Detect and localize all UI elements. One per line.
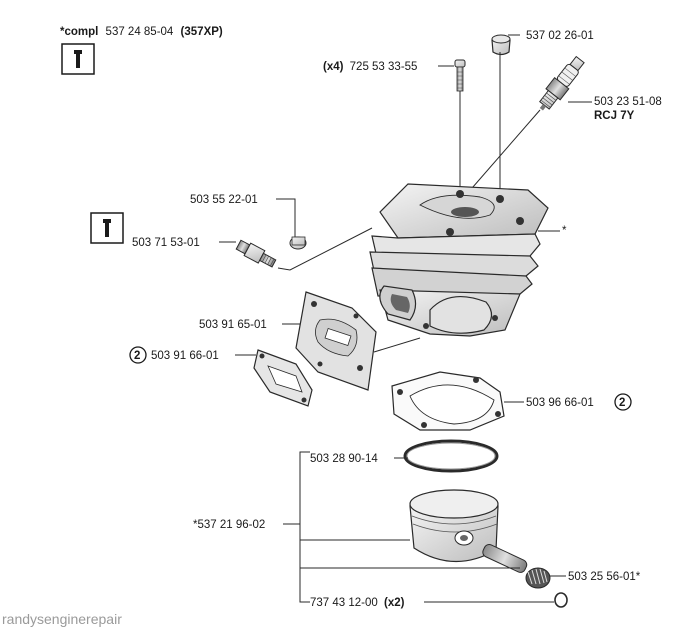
label-gasket-plate: 503 91 65-01	[199, 319, 267, 331]
label-cylinder-mark: *	[562, 225, 567, 237]
decomp-valve-part	[235, 239, 277, 268]
label-base-gasket: 503 96 66-01	[526, 397, 594, 409]
label-screw: 725 53 33-55	[350, 61, 418, 73]
svg-text:*compl 537 24 85-04 (3: *compl 537 24 85-04 (357XP)	[60, 26, 223, 38]
wrench-icon	[61, 43, 95, 75]
piston-ring-part	[403, 439, 499, 473]
base-gasket-badge: 2	[614, 393, 632, 411]
label-valve-cap: 503 55 22-01	[190, 194, 258, 206]
label-screw-qty: (x4)	[323, 61, 344, 73]
piston-pin-part	[482, 543, 528, 573]
label-decomp-valve: 503 71 53-01	[132, 237, 200, 249]
label-spark-plug: 503 23 51-08	[594, 96, 662, 108]
gasket-badge: 2	[129, 346, 147, 364]
piston-part	[409, 489, 499, 563]
compl-prefix: *compl	[60, 26, 98, 38]
label-piston-ring: 503 28 90-14	[310, 453, 378, 465]
spark-plug-part	[539, 55, 585, 111]
valve-cap-part	[289, 236, 307, 250]
circlip-part	[554, 592, 568, 608]
cylinder-part	[369, 183, 549, 337]
gasket-plate-part	[295, 291, 377, 391]
plug-cap-part	[491, 34, 511, 56]
svg-text:2: 2	[619, 397, 625, 409]
label-plug-cap: 537 02 26-01	[526, 30, 594, 42]
needle-bearing-part	[525, 567, 551, 589]
label-circlip: 737 43 12-00	[310, 597, 378, 609]
label-spark-plug-type: RCJ 7Y	[594, 110, 635, 122]
label-gasket-small: 503 91 66-01	[151, 350, 219, 362]
base-gasket-part	[391, 371, 505, 431]
small-gasket-part	[253, 349, 313, 407]
label-needle-bearing: 503 25 56-01*	[568, 571, 641, 583]
wrench-icon	[90, 212, 124, 244]
svg-text:2: 2	[134, 350, 140, 362]
watermark: randysenginerepair	[2, 611, 122, 627]
compl-part-number: 537 24 85-04	[106, 26, 174, 38]
label-piston-kit: *537 21 96-02	[193, 519, 265, 531]
svg-text:737 43 12-00 (x2): 737 43 12-00 (x2)	[310, 597, 405, 609]
svg-text:(x4) 725 53 33-55: (x4) 725 53 33-55	[323, 61, 417, 73]
label-circlip-qty: (x2)	[384, 597, 405, 609]
compl-model: (357XP)	[181, 26, 223, 38]
screw-part	[454, 59, 466, 92]
